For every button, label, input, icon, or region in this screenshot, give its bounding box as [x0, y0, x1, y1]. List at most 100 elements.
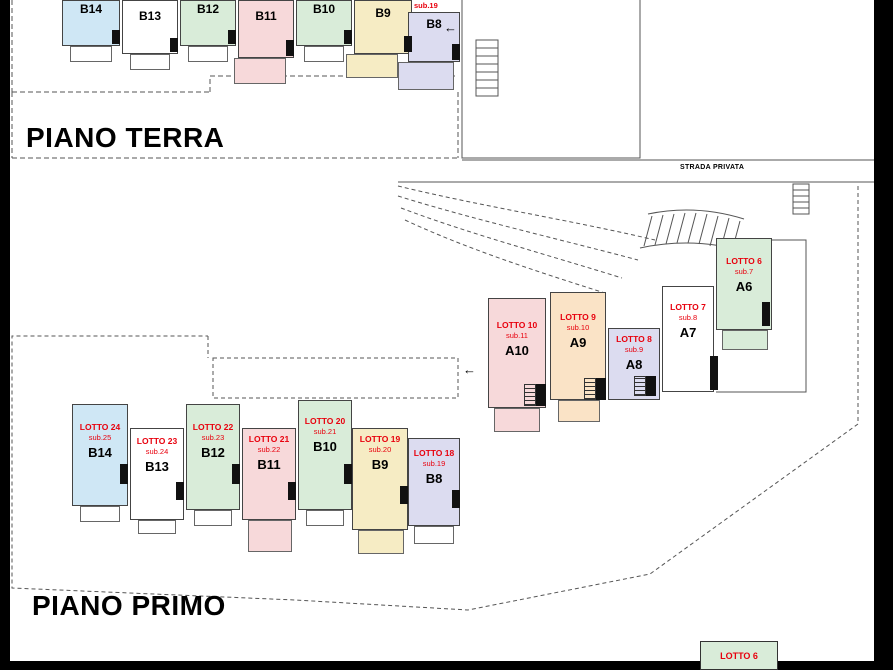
garden-ext — [130, 54, 170, 70]
lotto-label: LOTTO 23 — [136, 436, 178, 446]
unit-name-label: B9 — [375, 6, 391, 20]
terrace-ext — [398, 62, 454, 90]
unit-name-label: B12 — [196, 2, 219, 16]
lotto-label: LOTTO 8 — [616, 334, 652, 344]
garden-ext — [304, 46, 344, 62]
lotto-label: LOTTO 7 — [670, 302, 706, 312]
unit-b13-first: LOTTO 23 sub.24 B13 — [130, 428, 184, 520]
garden-ext — [70, 46, 112, 62]
sub-label: sub.11 — [506, 331, 528, 341]
stairs-icon — [634, 376, 646, 396]
arrow-left-icon: ← — [463, 362, 476, 377]
unit-name-label: B11 — [257, 456, 281, 472]
stair-core — [344, 464, 352, 484]
arrow-left-icon: ← — [444, 20, 457, 35]
unit-name-label: A6 — [735, 278, 753, 294]
unit-name-label: B8 — [425, 470, 443, 486]
stair-core — [404, 36, 412, 52]
lotto-label: LOTTO 19 — [359, 434, 401, 444]
unit-name-label: B8 — [426, 17, 442, 31]
unit-name-label: A10 — [505, 342, 529, 358]
lotto-label: LOTTO 18 — [413, 448, 455, 458]
bottom-letterbox-bar — [0, 661, 893, 670]
stair-core — [762, 302, 770, 326]
terrace-ext — [138, 520, 176, 534]
ground-unit-b11: B11 — [238, 0, 294, 58]
terrace-ext — [558, 400, 600, 422]
terrace-ext — [80, 506, 120, 522]
ground-unit-b9: B9 — [354, 0, 412, 54]
unit-name-label: B10 — [313, 438, 337, 454]
unit-b11-first: LOTTO 21 sub.22 B11 — [242, 428, 296, 520]
unit-name-label: B14 — [79, 2, 102, 16]
piano-terra-label: PIANO TERRA — [26, 122, 225, 153]
lotto-label: LOTTO 24 — [79, 422, 121, 432]
sub-label: sub.7 — [734, 267, 754, 277]
stair-core — [710, 356, 718, 390]
lotto-label: LOTTO 21 — [248, 434, 290, 444]
sub-label: sub.23 — [201, 433, 225, 443]
stair-core — [176, 482, 184, 500]
stairs-icon — [584, 378, 596, 400]
terrace-ext — [414, 526, 454, 544]
sub-label: sub.19 — [422, 459, 446, 469]
sub-label: sub.10 — [566, 323, 590, 333]
sub-label: sub.22 — [257, 445, 281, 455]
terrace-ext — [722, 330, 768, 350]
stair-core — [452, 490, 460, 508]
sub-label: sub.9 — [624, 345, 644, 355]
unit-b12-first: LOTTO 22 sub.23 B12 — [186, 404, 240, 510]
unit-b8-first: LOTTO 18 sub.19 B8 — [408, 438, 460, 526]
ground-unit-b12: B12 — [180, 0, 236, 46]
stair-core — [120, 464, 128, 484]
sub-label: sub.19 — [414, 1, 438, 10]
unit-name-label: B11 — [255, 9, 277, 23]
stair-core — [286, 40, 294, 56]
stair-core — [596, 378, 606, 400]
unit-name-label: B10 — [312, 2, 335, 16]
stair-core — [232, 464, 240, 484]
strada-privata-label: STRADA PRIVATA — [680, 164, 745, 171]
lotto-label: LOTTO 9 — [560, 312, 596, 322]
stair-core — [452, 44, 460, 60]
corner-lotto-label: LOTTO 6 — [720, 650, 758, 661]
terrace-ext — [234, 58, 286, 84]
corner-lotto-box: LOTTO 6 — [700, 641, 778, 670]
stair-core — [228, 30, 236, 44]
terrace-ext — [346, 54, 398, 78]
unit-a7: LOTTO 7 sub.8 A7 — [662, 286, 714, 392]
unit-b9-first: LOTTO 19 sub.20 B9 — [352, 428, 408, 530]
piano-primo-label: PIANO PRIMO — [32, 590, 226, 621]
terrace-ext — [358, 530, 404, 554]
stair-core — [112, 30, 120, 44]
stair-core — [646, 376, 656, 396]
unit-name-label: A8 — [625, 356, 643, 372]
stair-core — [536, 384, 546, 406]
ground-unit-b14: B14 — [62, 0, 120, 46]
unit-name-label: B12 — [201, 444, 225, 460]
unit-a6: LOTTO 6 sub.7 A6 — [716, 238, 772, 330]
unit-name-label: B13 — [145, 458, 169, 474]
left-letterbox-bar — [0, 0, 10, 670]
lotto-label: LOTTO 10 — [496, 320, 538, 330]
sub-label: sub.20 — [368, 445, 392, 455]
lotto-label: LOTTO 20 — [304, 416, 346, 426]
stairs-icon — [524, 384, 536, 406]
stair-core — [288, 482, 296, 500]
terrace-ext — [306, 510, 344, 526]
unit-name-label: B9 — [371, 456, 389, 472]
unit-b10-first: LOTTO 20 sub.21 B10 — [298, 400, 352, 510]
lotto-label: LOTTO 6 — [726, 256, 762, 266]
unit-name-label: B14 — [88, 444, 112, 460]
unit-name-label: A7 — [679, 324, 697, 340]
ground-unit-b13: B13 — [122, 0, 178, 54]
stair-core — [170, 38, 178, 52]
stair-core — [400, 486, 408, 504]
sub-label: sub.21 — [313, 427, 337, 437]
ground-unit-b8: B8 — [408, 12, 460, 62]
sub-label: sub.24 — [145, 447, 169, 457]
unit-name-label: B13 — [138, 9, 161, 23]
terrace-ext — [248, 520, 292, 552]
